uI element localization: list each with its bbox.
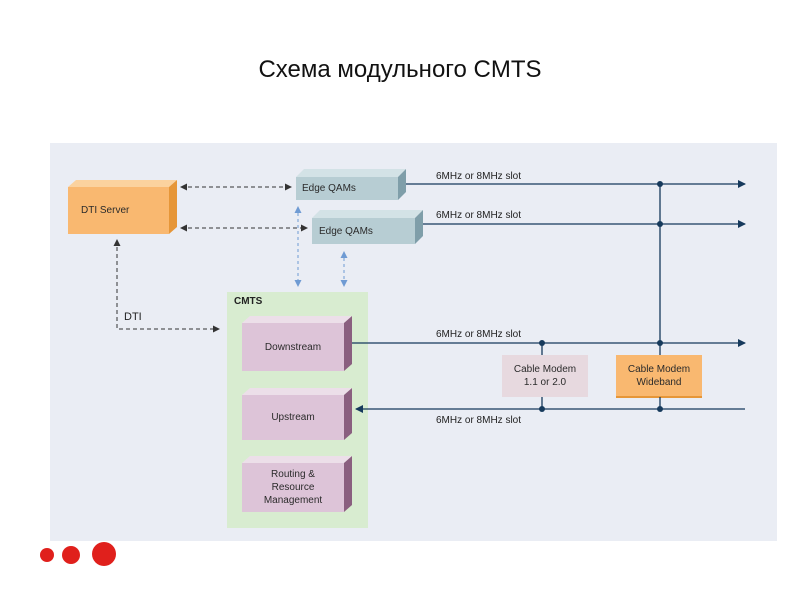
junction-dot [657, 340, 663, 346]
junction-dot [657, 406, 663, 412]
dti-server-label: DTI Server [81, 205, 130, 216]
upstream-box [242, 388, 352, 440]
junction-dot [657, 181, 663, 187]
cmts-label: CMTS [234, 296, 263, 307]
junction-dot [657, 221, 663, 227]
logo-mark-left [40, 548, 54, 562]
junction-dot [539, 340, 545, 346]
cable-modem-label: Cable Modem 1.1 or 2.0 [513, 364, 577, 388]
junction-dot [539, 406, 545, 412]
cable-modem-wideband-label: Cable Modem Wideband [627, 364, 691, 388]
slot-label-2: 6MHz or 8MHz slot [436, 210, 522, 221]
slot-label-1: 6MHz or 8MHz slot [436, 171, 522, 182]
routing-label: Routing & Resource Management [263, 469, 323, 506]
edge-qam-box-2 [312, 210, 423, 244]
routing-box [242, 456, 352, 512]
dti-link-arrow [113, 239, 220, 333]
dti-server-box [68, 180, 177, 234]
edge-qam-label-2: Edge QAMs [319, 225, 373, 237]
cable-modem-wideband-box [616, 355, 702, 398]
edge-qam-box-1 [296, 169, 406, 200]
logo-mark-mid [62, 546, 80, 564]
downstream-box [242, 316, 352, 371]
dti-link-label: DTI [124, 311, 142, 323]
logo-mark-right [92, 542, 116, 566]
slide-title: Схема модульного CMTS [258, 56, 542, 83]
upstream-label: Upstream [271, 412, 315, 423]
cable-modem-box [502, 355, 588, 397]
slot-label-4: 6MHz or 8MHz slot [436, 415, 522, 426]
downstream-label: Downstream [264, 341, 322, 353]
edge-qam-label-1: Edge QAMs [302, 183, 356, 194]
slot-label-3: 6MHz or 8MHz slot [436, 329, 522, 340]
